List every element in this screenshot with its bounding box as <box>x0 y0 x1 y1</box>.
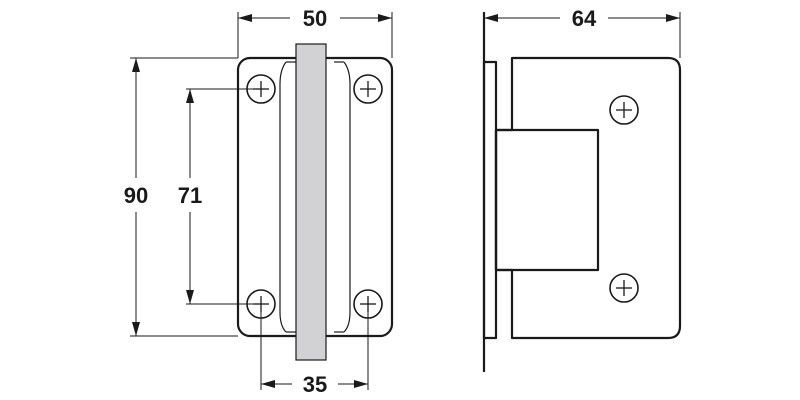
side-view <box>482 12 682 372</box>
screw-icon <box>609 95 639 125</box>
side-view-backplate <box>482 60 498 340</box>
dimension-label-hole-vertical: 71 <box>178 183 202 208</box>
dimension-label-front-height: 90 <box>124 183 148 208</box>
dimension-hole-horizontal: 35 <box>260 304 369 397</box>
dimension-label-front-width: 50 <box>303 6 327 31</box>
front-plate-inner-right <box>343 61 351 333</box>
glass-panel <box>295 43 327 361</box>
dimension-front-width: 50 <box>237 6 393 58</box>
front-view <box>236 43 394 361</box>
dimension-label-side-depth: 64 <box>572 6 597 31</box>
side-view-hinge-body <box>494 56 682 340</box>
screw-icon <box>609 273 639 303</box>
dimension-label-hole-horizontal: 35 <box>303 372 327 397</box>
dimension-side-depth: 64 <box>484 6 681 58</box>
screw-icon <box>353 74 383 104</box>
side-view-knuckle <box>494 128 600 272</box>
dimension-front-height: 90 <box>124 57 238 337</box>
dimension-hole-vertical: 71 <box>178 88 261 305</box>
front-plate-inner-left <box>279 61 287 333</box>
